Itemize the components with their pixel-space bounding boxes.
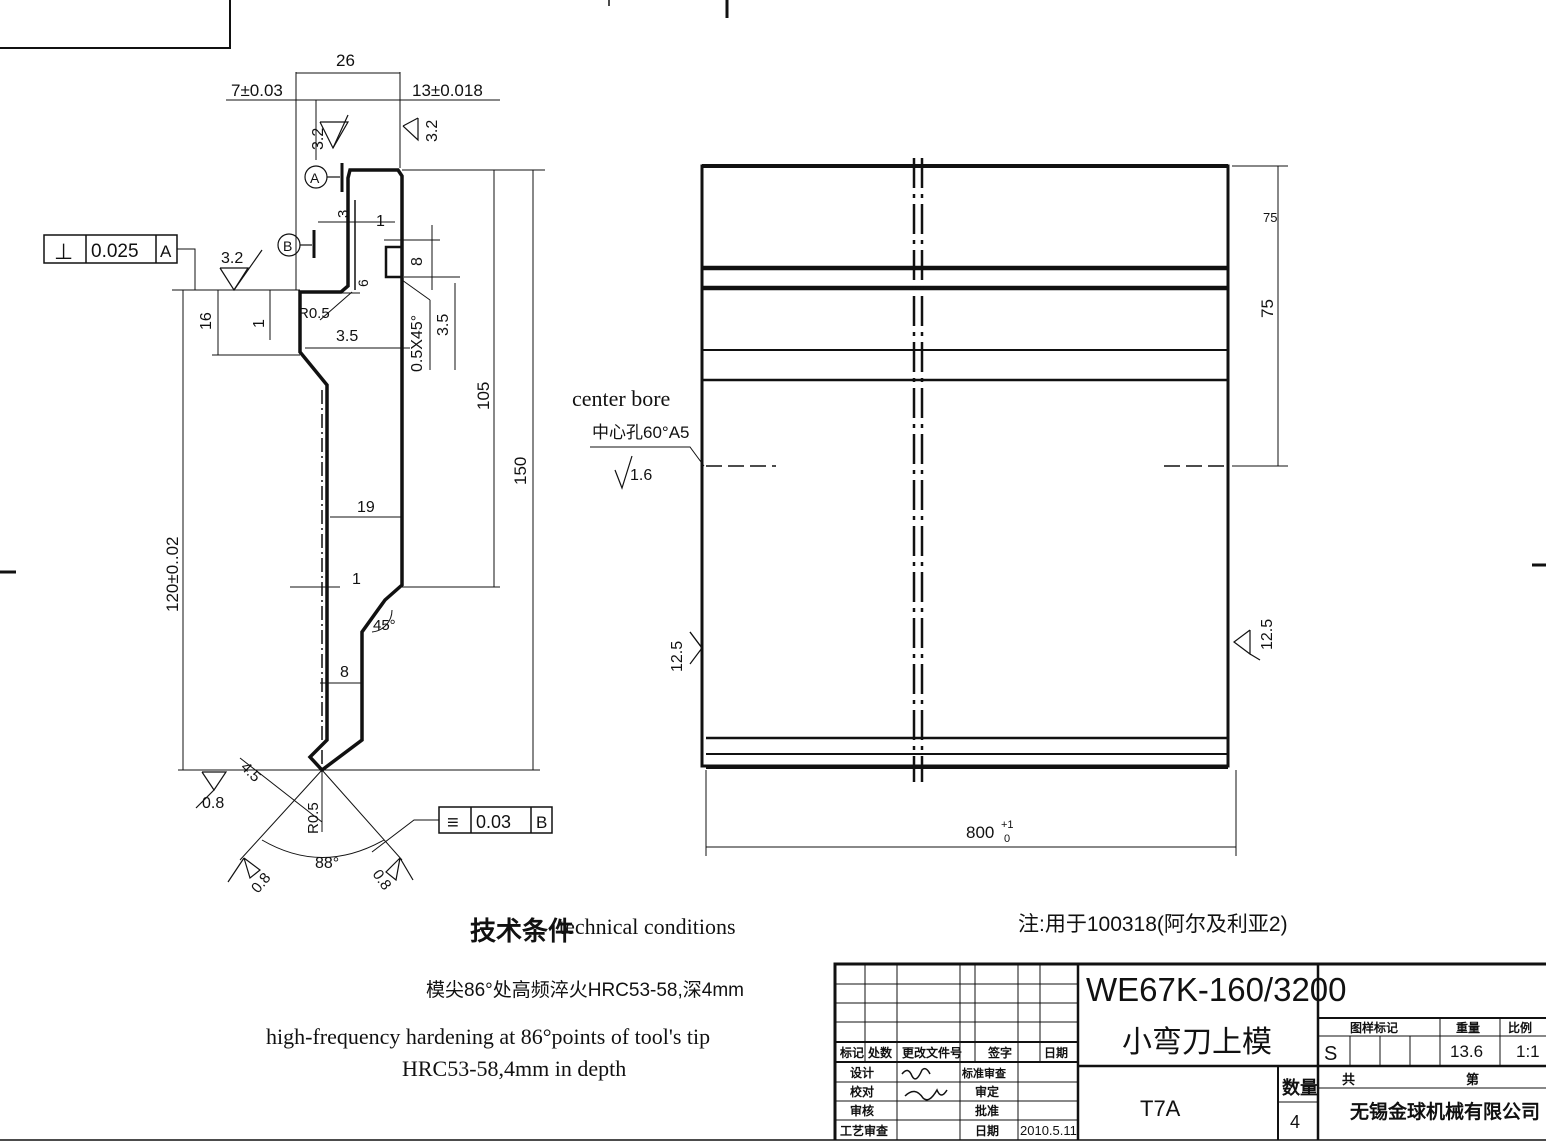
- dim-1-top: 1: [376, 213, 385, 230]
- dim-8-low: 8: [340, 664, 349, 681]
- dim-1-mid: 1: [352, 571, 361, 588]
- svg-text:⊥: ⊥: [54, 239, 73, 264]
- dim-150: 150: [511, 457, 530, 485]
- stage-value: S: [1324, 1043, 1337, 1065]
- scale-label: 比例: [1508, 1020, 1532, 1035]
- roughness-symbol-center-bore: 1.6: [614, 455, 652, 490]
- svg-text:3.2: 3.2: [310, 128, 327, 150]
- revision-grid: 标记 处数 更改文件号 签字 日期 设计 校对 审核 工艺审查 标准审查 审定 …: [835, 964, 1078, 1140]
- roughness-symbol-left: 3.2: [219, 249, 263, 292]
- radius-r05-top: R0.5: [298, 305, 330, 322]
- svg-text:+1: +1: [1001, 819, 1014, 831]
- angle-45: 45°: [373, 617, 396, 634]
- svg-text:签字: 签字: [987, 1045, 1012, 1060]
- title-block: 标记 处数 更改文件号 签字 日期 设计 校对 审核 工艺审查 标准审查 审定 …: [833, 962, 1546, 1140]
- svg-text:批准: 批准: [975, 1103, 999, 1118]
- dim-120-tol: 120±0..02: [163, 536, 182, 612]
- company-name: 无锡金球机械有限公司: [1350, 1100, 1540, 1123]
- dim-75: 75: [1258, 299, 1277, 318]
- remark: 注:用于100318(阿尔及利亚2): [1018, 913, 1288, 936]
- radius-r05-tip: R0.5: [305, 802, 322, 834]
- svg-text:工艺审查: 工艺审查: [840, 1123, 889, 1138]
- svg-text:更改文件号: 更改文件号: [902, 1045, 962, 1060]
- perpendicularity-frame: ⊥ 0.025 A: [43, 234, 196, 290]
- dim-16: 16: [198, 312, 215, 330]
- svg-text:审核: 审核: [850, 1103, 874, 1118]
- quantity-value: 4: [1290, 1112, 1300, 1132]
- svg-text:≡: ≡: [447, 812, 459, 834]
- svg-text:1.6: 1.6: [630, 467, 652, 484]
- dim-3-5-a: 3.5: [336, 328, 358, 345]
- dim-19: 19: [357, 499, 375, 516]
- sheet-total-label: 共: [1342, 1072, 1355, 1087]
- chamfer-0-5x45: 0.5X45°: [409, 315, 426, 372]
- svg-text:处数: 处数: [867, 1045, 893, 1060]
- weight-value: 13.6: [1450, 1042, 1483, 1061]
- signature: [901, 1067, 948, 1101]
- roughness-symbol-bottom-left: 0.8: [195, 771, 228, 812]
- roughness-symbol-top-right: 3.2: [402, 117, 441, 142]
- center-bore-label-cn: 中心孔60°A5: [592, 423, 690, 442]
- angle-88: 88°: [315, 855, 339, 872]
- front-view: center bore 中心孔60°A5 1.6 75 75 12.5 12.5…: [572, 158, 1288, 856]
- material: T7A: [1140, 1096, 1181, 1121]
- sheet-label: 第: [1466, 1072, 1479, 1087]
- dim-26: 26: [336, 51, 355, 70]
- svg-text:A: A: [310, 170, 320, 186]
- svg-text:日期: 日期: [1044, 1045, 1068, 1060]
- svg-text:0.025: 0.025: [91, 241, 139, 262]
- dim-6: 6: [355, 279, 371, 287]
- date-value: 2010.5.11: [1020, 1123, 1077, 1138]
- datum-b-marker: B: [277, 230, 316, 258]
- technical-notes: 技术条件 technical conditions 模尖86°处高频淬火HRC5…: [266, 913, 1288, 1081]
- quantity-label: 数量: [1282, 1077, 1318, 1098]
- svg-text:800: 800: [966, 823, 994, 842]
- svg-text:B: B: [283, 238, 292, 254]
- roughness-symbol-front-left: 12.5: [669, 631, 703, 672]
- note-en-line1: high-frequency hardening at 86°points of…: [266, 1024, 710, 1049]
- svg-text:12.5: 12.5: [669, 641, 686, 672]
- weight-label: 重量: [1456, 1020, 1480, 1035]
- dim-75-inner: 75: [1263, 210, 1277, 225]
- roughness-symbol-front-right: 12.5: [1233, 619, 1276, 661]
- dim-7-tol: 7±0.03: [231, 81, 283, 100]
- dim-13-tol: 13±0.018: [412, 81, 483, 100]
- center-line: [912, 158, 924, 782]
- roughness-symbol-top-left: 3.2: [310, 114, 350, 150]
- svg-text:0.8: 0.8: [202, 795, 224, 812]
- tech-title-cn: 技术条件: [470, 916, 574, 946]
- svg-text:B: B: [536, 813, 547, 832]
- svg-text:0.03: 0.03: [476, 812, 511, 832]
- svg-text:A: A: [160, 242, 172, 261]
- stage-label: 图样标记: [1350, 1020, 1398, 1035]
- part-name: 小弯刀上模: [1122, 1026, 1272, 1059]
- dim-800-tol: 800 +1 0: [966, 819, 1014, 845]
- dim-3-5-b: 3.5: [435, 314, 452, 336]
- svg-text:日期: 日期: [975, 1123, 999, 1138]
- svg-text:审定: 审定: [975, 1084, 999, 1099]
- note-en-line2: HRC53-58,4mm in depth: [402, 1056, 626, 1081]
- scale-value: 1:1: [1516, 1042, 1540, 1061]
- svg-text:标记: 标记: [839, 1045, 864, 1060]
- tech-title-en: technical conditions: [559, 914, 736, 939]
- svg-text:3.2: 3.2: [221, 250, 243, 267]
- dim-105: 105: [474, 382, 493, 410]
- dim-8: 8: [409, 257, 426, 266]
- svg-text:3.2: 3.2: [424, 120, 441, 142]
- center-bore-label-en: center bore: [572, 386, 670, 411]
- datum-a-marker: A: [304, 163, 344, 192]
- drawing-number: WE67K-160/3200: [1086, 971, 1347, 1008]
- svg-text:0: 0: [1004, 833, 1010, 845]
- svg-text:设计: 设计: [850, 1065, 874, 1080]
- svg-text:12.5: 12.5: [1259, 619, 1276, 650]
- dim-1-left: 1: [251, 319, 268, 328]
- dim-3: 3: [335, 210, 352, 218]
- svg-text:标准审查: 标准审查: [961, 1066, 1006, 1080]
- symmetry-frame: ≡ 0.03 B: [371, 806, 553, 853]
- svg-text:校对: 校对: [850, 1084, 874, 1099]
- tool-profile-outline: [298, 168, 404, 773]
- note-cn: 模尖86°处高频淬火HRC53-58,深4mm: [426, 979, 744, 1001]
